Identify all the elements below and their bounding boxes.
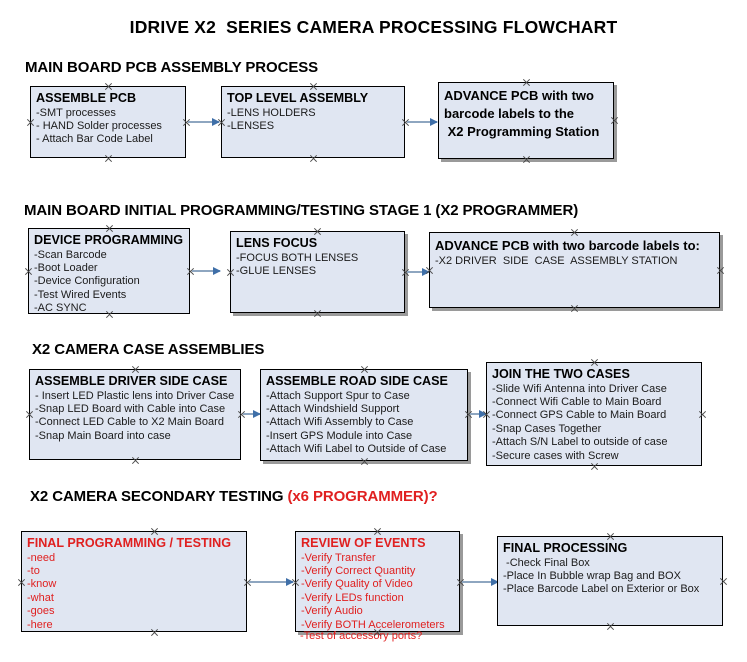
process-box-lens-focus[interactable]: LENS FOCUS -FOCUS BOTH LENSES -GLUE LENS… [230,231,405,313]
box-line: -GLUE LENSES [236,264,317,277]
connector-arrow-top-level-assembly-to-advance-pcb [407,117,438,126]
process-box-final-programming-testing[interactable]: FINAL PROGRAMMING / TESTING -need -to -k… [21,531,247,632]
box-title: FINAL PROCESSING [503,541,628,555]
section-heading-text: X2 CAMERA SECONDARY TESTING [30,488,288,505]
process-box-device-programming[interactable]: DEVICE PROGRAMMING -Scan Barcode -Boot L… [28,228,190,314]
section-heading-main-board-pcb-assembly-process: MAIN BOARD PCB ASSEMBLY PROCESS [25,59,319,76]
box-title: ADVANCE PCB with two barcode labels to t… [444,88,600,139]
box-line: -Slide Wifi Antenna into Driver Case [492,382,667,395]
box-line: -to [27,564,40,577]
box-line: -LENS HOLDERS [227,106,316,119]
box-line: -Place In Bubble wrap Bag and BOX [503,569,681,582]
box-line: - HAND Solder processes [36,119,162,132]
box-line: -Secure cases with Screw [492,449,619,462]
box-line: -Scan Barcode [34,248,107,261]
process-box-advance-pcb-to-x2-programming-station[interactable]: ADVANCE PCB with two barcode labels to t… [438,82,614,159]
box-line: -Connect Wifi Cable to Main Board [492,395,662,408]
box-title: ASSEMBLE PCB [36,91,137,105]
process-box-final-processing[interactable]: FINAL PROCESSING -Check Final Box -Place… [497,536,723,626]
connector-arrow-device-programming-to-lens-focus [192,266,221,275]
box-line: -Verify BOTH Accelerometers [301,618,445,631]
box-line: - Insert LED Plastic lens into Driver Ca… [35,389,235,402]
process-box-advance-pcb-to-driver-side-case-assembly-station[interactable]: ADVANCE PCB with two barcode labels to: … [429,232,720,308]
box-line: -Attach Support Spur to Case [266,389,410,402]
box-line-overflow: -Test of accessory ports? [300,630,423,642]
process-box-join-the-two-cases[interactable]: JOIN THE TWO CASES -Slide Wifi Antenna i… [486,362,702,466]
box-line: -Snap Main Board into case [35,429,171,442]
box-title: ADVANCE PCB with two barcode labels to: [435,238,700,253]
box-line: -Attach Windshield Support [266,402,400,415]
box-line: -SMT processes [36,106,116,119]
process-box-assemble-road-side-case[interactable]: ASSEMBLE ROAD SIDE CASE -Attach Support … [260,369,468,461]
box-title: REVIEW OF EVENTS [301,536,426,550]
box-title: FINAL PROGRAMMING / TESTING [27,536,232,550]
connector-arrow-final-programming-to-review-of-events [249,577,294,586]
box-line: -know [27,578,57,591]
box-title: TOP LEVEL ASSEMBLY [227,91,369,105]
connector-arrow-road-side-to-join-cases [470,409,487,418]
box-line: -Verify Transfer [301,551,376,564]
box-line: -Connect GPS Cable to Main Board [492,409,667,422]
section-heading-main-board-initial-programming-testing-stage-1: MAIN BOARD INITIAL PROGRAMMING/TESTING S… [24,202,579,219]
box-line: -Device Configuration [34,275,140,288]
box-line: - Attach Bar Code Label [36,133,153,146]
box-line: -here [27,618,53,631]
page-title: IDRIVE X2 SERIES CAMERA PROCESSING FLOWC… [129,17,618,37]
connector-arrow-driver-side-to-road-side [243,409,261,418]
box-line: -Attach S/N Label to outside of case [492,436,668,449]
box-line: -Insert GPS Module into Case [266,429,413,442]
box-line: -Attach Wifi Label to Outside of Case [266,443,447,456]
process-box-assemble-pcb[interactable]: ASSEMBLE PCB -SMT processes - HAND Solde… [30,86,186,158]
connector-arrow-lens-focus-to-advance-pcb [407,267,430,276]
connector-arrow-review-of-events-to-final-processing [462,577,499,586]
section-heading-x2-camera-case-assemblies: X2 CAMERA CASE ASSEMBLIES [32,341,265,358]
box-line: -FOCUS BOTH LENSES [236,251,359,264]
box-line: -Verify LEDs function [301,591,404,604]
box-line: -Snap Cases Together [492,422,602,435]
box-line: -Place Barcode Label on Exterior or Box [503,583,700,596]
section-heading-accent: (x6 PROGRAMMER)? [287,488,438,505]
box-line: -Boot Loader [34,261,98,274]
process-box-review-of-events[interactable]: REVIEW OF EVENTS -Verify Transfer -Verif… [295,531,460,632]
box-line: -need [27,551,56,564]
box-line: -Verify Quality of Video [301,578,413,591]
box-line: -goes [27,605,55,618]
box-line: -Connect LED Cable to X2 Main Board [35,416,224,429]
connector-arrow-assemble-pcb-to-top-level-assembly [188,117,220,126]
process-box-top-level-assembly[interactable]: TOP LEVEL ASSEMBLY -LENS HOLDERS -LENSES [221,86,405,158]
box-title: ASSEMBLE ROAD SIDE CASE [266,374,448,388]
box-line: -AC SYNC [34,302,87,315]
section-heading-x2-camera-secondary-testing: X2 CAMERA SECONDARY TESTING (x6 PROGRAMM… [30,488,438,505]
box-title: LENS FOCUS [236,236,318,250]
box-title: ASSEMBLE DRIVER SIDE CASE [35,374,228,388]
box-line: -Verify Correct Quantity [301,564,416,577]
box-line: -Check Final Box [503,556,590,569]
box-line: -X2 DRIVER SIDE CASE ASSEMBLY STATION [435,255,678,267]
box-line: -Test Wired Events [34,288,127,301]
box-title: JOIN THE TWO CASES [492,367,630,381]
process-box-assemble-driver-side-case[interactable]: ASSEMBLE DRIVER SIDE CASE - Insert LED P… [29,369,241,460]
box-line: -what [27,591,54,604]
box-line: -Attach Wifi Assembly to Case [266,416,414,429]
box-line: -LENSES [227,119,275,132]
box-line: -Snap LED Board with Cable into Case [35,402,226,415]
box-line: -Verify Audio [301,605,363,618]
box-title: DEVICE PROGRAMMING [34,233,184,247]
